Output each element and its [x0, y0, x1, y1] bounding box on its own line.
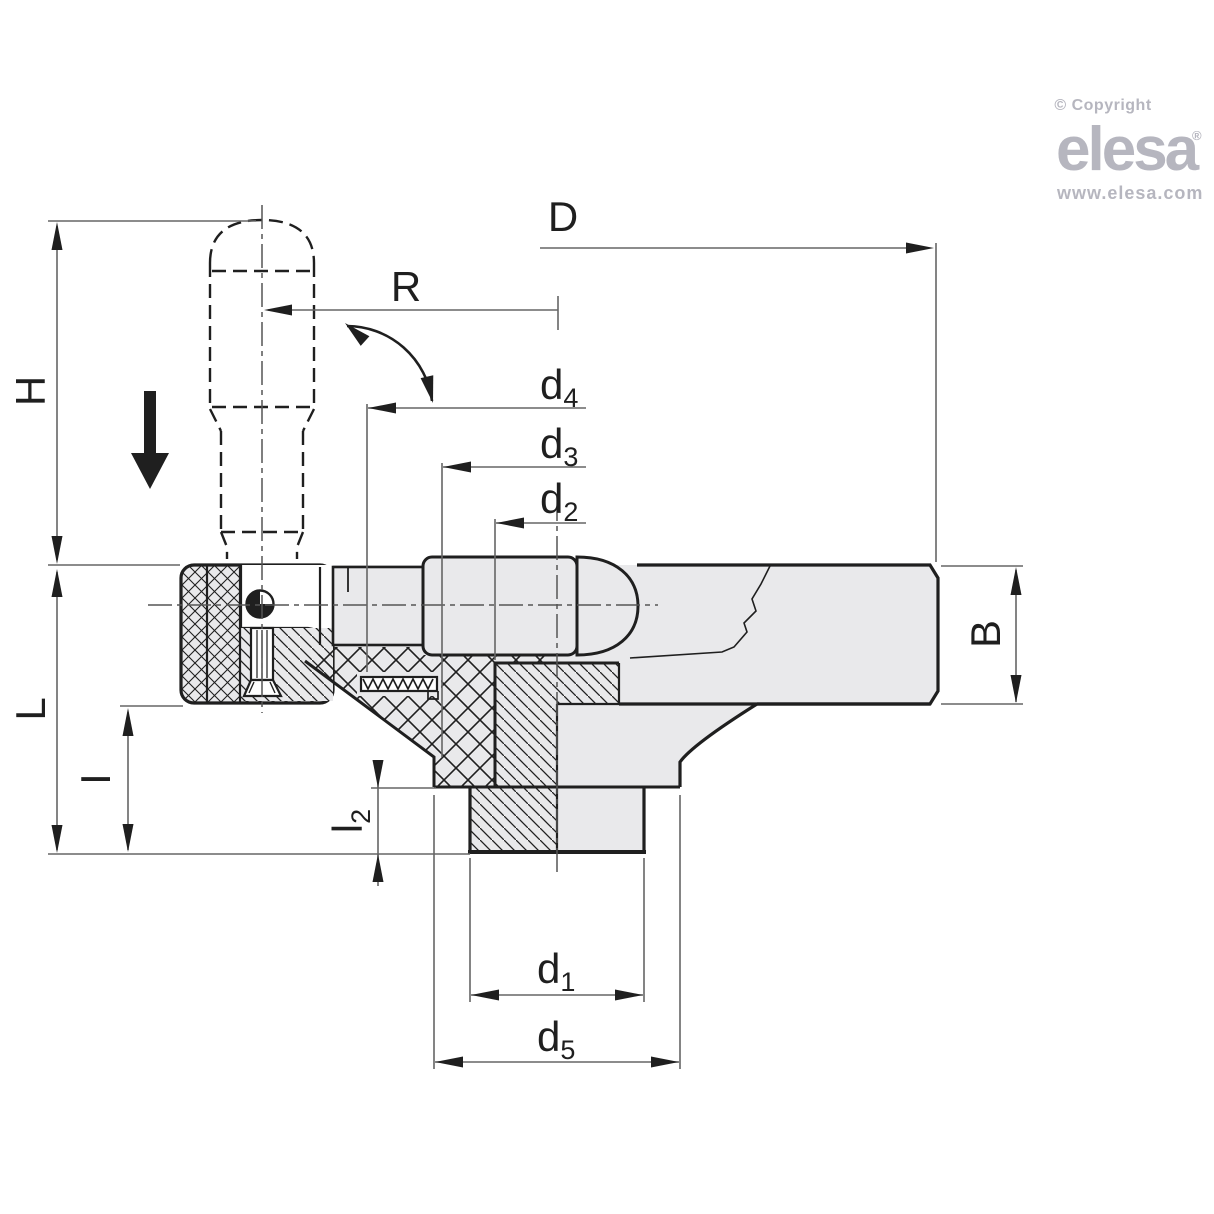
arrow-I-top	[122, 708, 134, 736]
press-down-arrow	[131, 391, 169, 489]
spring-foot	[427, 691, 439, 700]
arrow-d1-left	[471, 989, 499, 1001]
website-text: www.elesa.com	[1056, 183, 1203, 203]
copyright-text: © Copyright	[1054, 97, 1151, 114]
arrow-D-right	[906, 242, 934, 254]
label-R: R	[391, 263, 421, 310]
arrow-d2-left	[496, 517, 524, 529]
brand-block: © Copyright elesa ® www.elesa.com	[1054, 97, 1203, 203]
label-d5: d5	[537, 1013, 575, 1065]
label-H: H	[7, 376, 54, 406]
arrow-B-bottom	[1010, 675, 1022, 703]
label-D: D	[548, 193, 578, 240]
hub-boss-outline	[468, 787, 646, 852]
arrow-d3-left	[443, 461, 471, 473]
handle-grip	[421, 555, 579, 657]
phantom-upper-sides	[208, 263, 316, 409]
arrow-d1-right	[615, 989, 643, 1001]
arrow-I-bottom	[122, 824, 134, 852]
phantom-taper	[208, 408, 316, 432]
label-d4: d4	[540, 361, 578, 413]
knurl-band-separators	[205, 566, 242, 702]
screw-head-hatch	[248, 681, 276, 694]
folded-handle	[318, 555, 640, 657]
pivot-pin	[245, 589, 275, 619]
arrow-L-bottom	[51, 825, 63, 853]
label-d3: d3	[540, 420, 578, 472]
extension-lines	[48, 220, 1023, 1069]
return-spring	[357, 672, 441, 700]
rim-break-line	[629, 565, 771, 659]
arrow-d5-right	[651, 1056, 679, 1068]
phantom-lower-sides	[219, 431, 305, 532]
arc-arrowhead-end	[420, 375, 434, 403]
arrow-l2-top	[372, 760, 384, 788]
arrow-H-bottom	[51, 536, 63, 564]
pivot-pin-fill	[246, 590, 274, 618]
arrow-d4-left	[368, 402, 396, 414]
arc-arrowhead-start	[345, 323, 370, 346]
label-I: I	[72, 773, 119, 785]
arrow-L-top	[51, 569, 63, 597]
label-L: L	[7, 697, 54, 720]
centerlines	[148, 205, 658, 872]
registered-mark-icon: ®	[1192, 128, 1202, 143]
hub-cone-outline	[678, 702, 758, 787]
insert-hatch	[470, 663, 619, 852]
arrow-H-top	[51, 222, 63, 250]
elesa-logo: elesa	[1056, 115, 1200, 184]
phantom-neck	[219, 531, 305, 559]
arrow-R-left	[264, 304, 292, 316]
dimension-arrowheads	[51, 222, 1022, 1068]
handle-dome-cap	[575, 555, 640, 657]
label-l2: l2	[324, 809, 376, 833]
label-d2: d2	[540, 475, 578, 527]
rotation-arc-arrow	[345, 323, 434, 403]
spring-coils	[362, 677, 434, 691]
dimension-labels: D R d4 d3 d2 d1 d5 H L I B l2	[7, 193, 1009, 1065]
label-B: B	[962, 620, 1009, 648]
pivot-pocket-fill	[241, 565, 333, 650]
label-d1: d1	[537, 945, 575, 997]
arrow-B-top	[1010, 567, 1022, 595]
handle-shank	[331, 565, 425, 647]
arrow-d5-left	[435, 1056, 463, 1068]
arrow-l2-bottom	[372, 854, 384, 882]
handle-joint-lines	[318, 557, 579, 655]
